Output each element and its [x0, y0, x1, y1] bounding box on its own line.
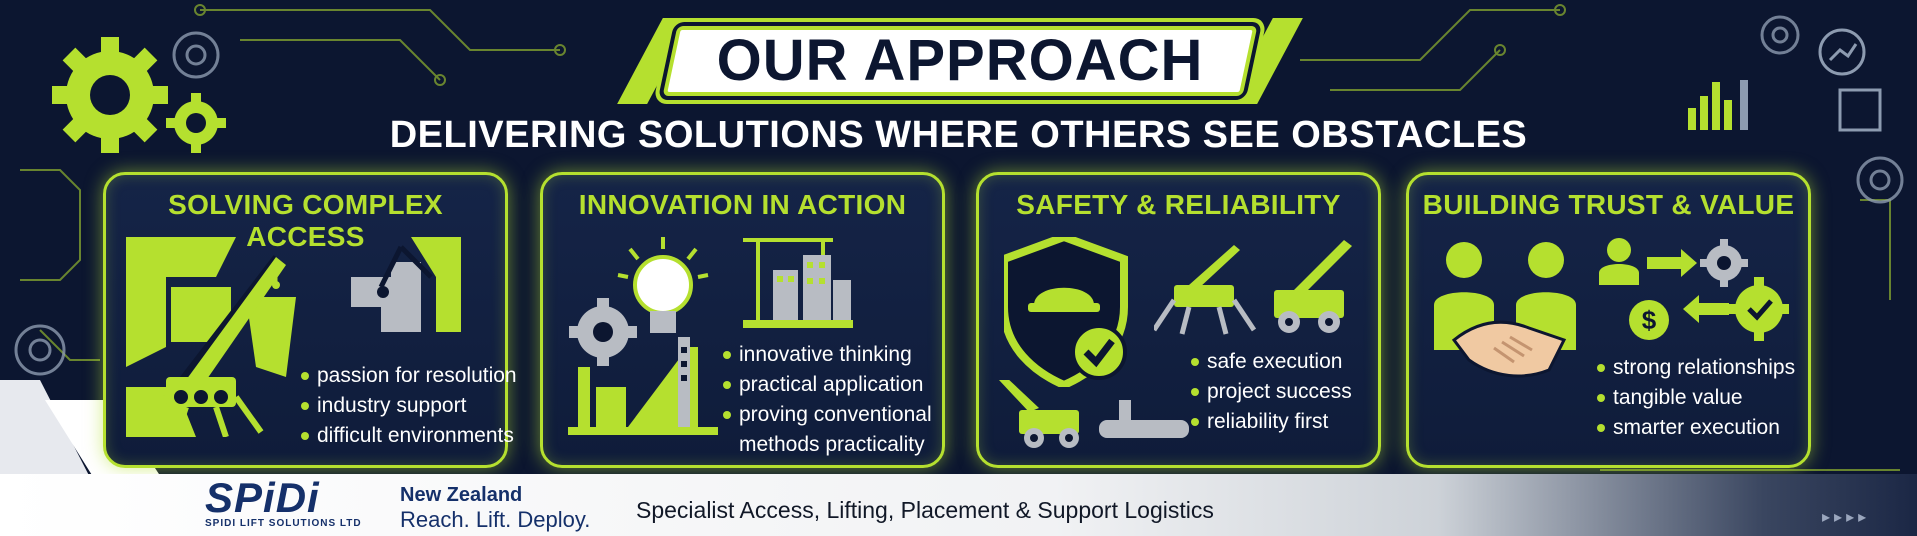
arrows-icon: ▸▸▸▸	[1822, 509, 1871, 526]
list-item: tangible value	[1597, 383, 1795, 413]
bullet-text: strong relationships	[1613, 356, 1796, 379]
list-item: methods practicality	[723, 430, 932, 460]
panel-innovation-in-action: INNOVATION IN ACTION	[540, 172, 945, 468]
list-item: project success	[1191, 377, 1352, 407]
list-item: passion for resolution	[301, 361, 517, 391]
company-logo-subtext: SPIDI LIFT SOLUTIONS LTD	[205, 518, 362, 529]
spider-crane-icon	[126, 237, 296, 437]
bullet-text: smarter execution	[1613, 416, 1780, 439]
bullet-text: reliability first	[1207, 410, 1329, 433]
panel-title: INNOVATION IN ACTION	[578, 189, 907, 220]
bullet-text: tangible value	[1613, 386, 1743, 409]
bullet-list: innovative thinking practical applicatio…	[723, 340, 932, 460]
shield-hardhat-icon	[1004, 237, 1128, 387]
bullet-list: strong relationships tangible value smar…	[1597, 353, 1795, 443]
bullet-text: innovative thinking	[739, 343, 912, 366]
company-logo: SPiDi	[205, 474, 320, 521]
list-item: industry support	[301, 391, 517, 421]
panel-building-trust-value: BUILDING TRUST & VALUE $	[1406, 172, 1811, 468]
panel-solving-complex-access: SOLVING COMPLEX ACCESS pas	[103, 172, 517, 468]
list-item: innovative thinking	[723, 340, 932, 370]
value-flow-icon: $	[1599, 238, 1789, 341]
panel-title: BUILDING TRUST & VALUE	[1422, 189, 1795, 220]
bullet-icon	[1191, 418, 1199, 427]
svg-text:$: $	[1642, 305, 1657, 335]
bullet-icon	[301, 402, 309, 411]
bullet-icon	[1597, 394, 1605, 403]
telehandler-icon	[999, 380, 1189, 448]
bullet-icon	[301, 432, 309, 441]
panel-title: SAFETY & RELIABILITY	[1016, 189, 1341, 220]
bullet-text: passion for resolution	[317, 364, 517, 387]
spider-lift-icon	[1154, 240, 1352, 335]
bullet-icon	[1191, 388, 1199, 397]
list-item: practical application	[723, 370, 932, 400]
company-tagline: Reach. Lift. Deploy.	[400, 507, 591, 532]
bullet-icon	[1191, 358, 1199, 367]
bullet-icon	[1597, 364, 1605, 373]
bullet-icon	[723, 381, 731, 390]
bullet-icon	[1597, 424, 1605, 433]
list-item: smarter execution	[1597, 413, 1795, 443]
crane-hook-icon	[351, 237, 461, 332]
handshake-icon	[1434, 242, 1576, 378]
bullet-text: practical application	[739, 373, 924, 396]
panel-safety-reliability: SAFETY & RELIABILITY safe execution proj	[976, 172, 1381, 468]
bullet-icon	[723, 411, 731, 420]
bullet-text: safe execution	[1207, 350, 1343, 373]
footer-bar	[0, 474, 1917, 536]
services-line: Specialist Access, Lifting, Placement & …	[636, 497, 1214, 523]
list-item: difficult environments	[301, 421, 517, 451]
bullet-list: passion for resolution industry support …	[301, 361, 517, 451]
bullet-icon	[301, 372, 309, 381]
bullet-text: industry support	[317, 394, 467, 417]
bullet-text: project success	[1207, 380, 1352, 403]
bullet-icon	[723, 351, 731, 360]
page-subtitle: DELIVERING SOLUTIONS WHERE OTHERS SEE OB…	[389, 114, 1528, 156]
list-item: reliability first	[1191, 407, 1352, 437]
bullet-text: proving conventional	[739, 403, 932, 426]
list-item: strong relationships	[1597, 353, 1795, 383]
list-item: safe execution	[1191, 347, 1352, 377]
building-crane-icon	[743, 238, 853, 328]
bullet-list: safe execution project success reliabili…	[1191, 347, 1352, 437]
page-title: OUR APPROACH	[716, 28, 1204, 93]
list-item: proving conventional	[723, 400, 932, 430]
bullet-text: methods practicality	[739, 433, 925, 456]
panel-title: SOLVING COMPLEX ACCESS	[168, 189, 443, 252]
region-label: New Zealand	[400, 484, 523, 506]
bullet-text: difficult environments	[317, 424, 514, 447]
lightbulb-gear-icon	[568, 237, 718, 435]
title-banner: OUR APPROACH	[617, 18, 1303, 104]
